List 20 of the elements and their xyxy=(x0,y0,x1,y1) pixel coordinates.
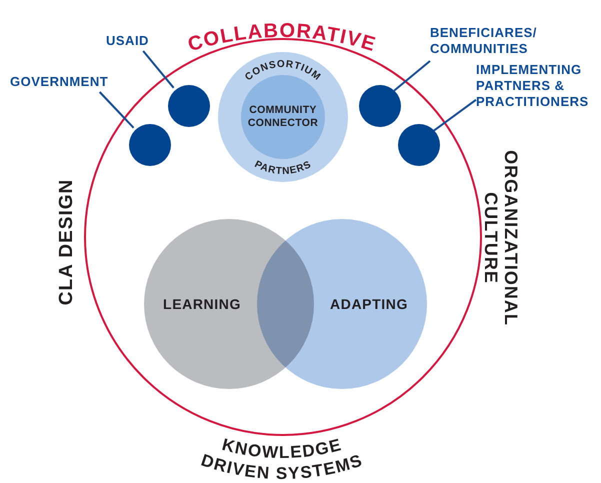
curved-label: KNOWLEDGE DRIVEN SYSTEMS xyxy=(198,435,366,483)
side-label: ORGANIZATIONAL CULTURE xyxy=(481,149,521,328)
node-label: COMMUNITY CONNECTOR xyxy=(246,104,320,130)
curved-label: COLLABORATIVE xyxy=(185,20,379,56)
node-label: ADAPTING xyxy=(330,296,408,312)
node-label: BENEFICIARES/ COMMUNITIES xyxy=(430,25,538,57)
node-label: GOVERNMENT xyxy=(10,74,110,90)
node-label: USAID xyxy=(106,33,150,49)
node-label: PARTNERS xyxy=(252,159,314,178)
dot-circle xyxy=(129,124,171,166)
leader-line xyxy=(98,91,134,128)
side-label: CLA DESIGN xyxy=(56,178,77,308)
node-label: LEARNING xyxy=(163,296,241,312)
leader-line xyxy=(433,99,477,132)
dot-circle xyxy=(168,85,210,127)
dot-circle xyxy=(398,124,440,166)
node-label: IMPLEMENTING PARTNERS & PRACTITIONERS xyxy=(476,62,590,110)
dot-circle xyxy=(359,85,401,127)
leader-line xyxy=(394,60,431,92)
leader-line xyxy=(142,50,174,88)
